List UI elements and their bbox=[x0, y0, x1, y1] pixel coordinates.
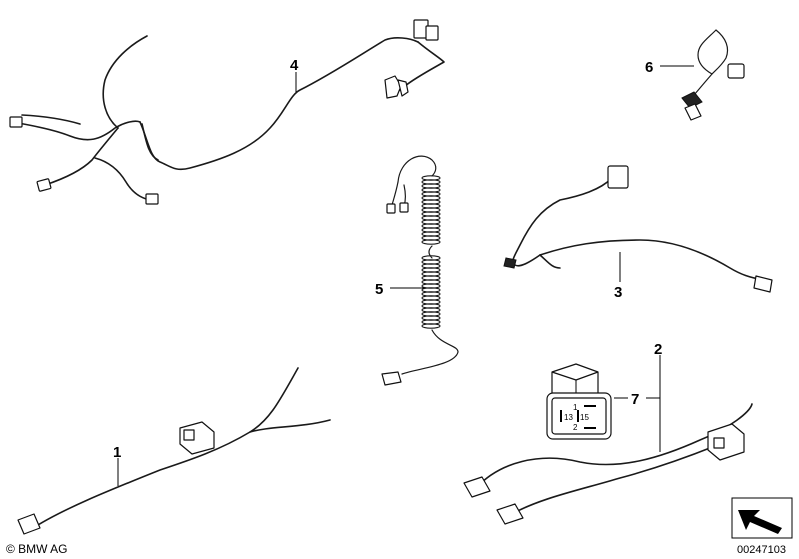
callout-7: 7 bbox=[631, 391, 639, 408]
harness-2 bbox=[463, 403, 753, 525]
callout-1: 1 bbox=[113, 444, 121, 461]
copyright-text: © BMW AG bbox=[6, 542, 68, 556]
callout-5: 5 bbox=[375, 281, 383, 298]
callout-4: 4 bbox=[290, 57, 299, 74]
coil-loop bbox=[421, 323, 441, 329]
harness-3 bbox=[503, 165, 773, 293]
coiled-cable-5 bbox=[381, 155, 459, 386]
harness-4 bbox=[9, 19, 445, 205]
coil-loop bbox=[421, 239, 441, 245]
sensor-cable-6 bbox=[681, 29, 745, 121]
relay-pin-label: 15 bbox=[580, 413, 589, 422]
relay-icon: 1 13 15 2 bbox=[546, 363, 612, 440]
callout-3: 3 bbox=[614, 284, 622, 301]
orientation-arrow-icon bbox=[731, 497, 793, 539]
callout-2: 2 bbox=[654, 341, 662, 358]
callout-6: 6 bbox=[645, 59, 653, 76]
relay-pin-label: 2 bbox=[573, 423, 578, 432]
relay-pin-label: 13 bbox=[564, 413, 573, 422]
relay-pin-label: 1 bbox=[573, 403, 578, 412]
harness-1 bbox=[17, 367, 331, 535]
image-code: 00247103 bbox=[737, 544, 786, 556]
